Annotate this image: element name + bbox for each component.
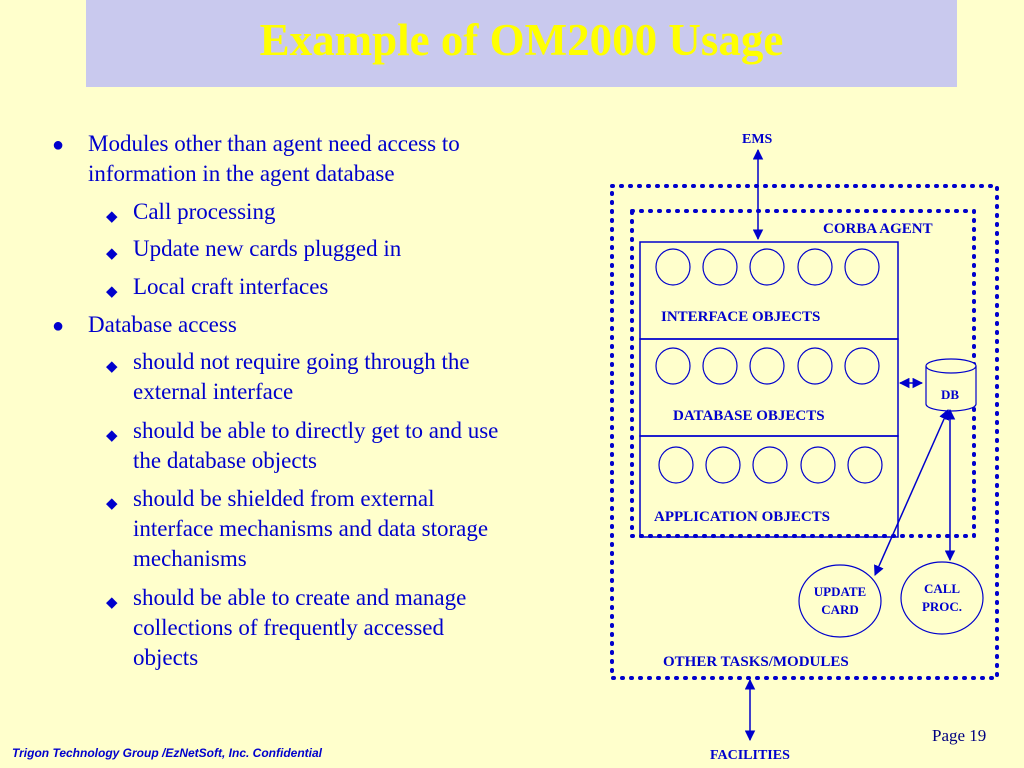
diamond-bullet-icon: ◆	[106, 496, 118, 512]
object-circle	[705, 446, 741, 484]
object-circle	[797, 248, 833, 286]
object-circle	[800, 446, 836, 484]
bullet-dot-icon: ●	[52, 315, 65, 337]
update-card-label-line2: CARD	[821, 602, 859, 617]
object-circle	[702, 347, 738, 385]
bullet-2: Database access	[88, 312, 237, 337]
object-circle	[749, 248, 785, 286]
database-objects-label: DATABASE OBJECTS	[673, 408, 825, 424]
diamond-bullet-icon: ◆	[106, 284, 118, 300]
diamond-bullet-icon: ◆	[106, 595, 118, 611]
db-cylinder-icon	[925, 358, 977, 412]
page-number: Page 19	[932, 726, 987, 745]
bullet-1-sub-3: Local craft interfaces	[133, 274, 329, 299]
object-circle	[655, 347, 691, 385]
corba-agent-label: CORBA AGENT	[823, 221, 933, 237]
bullet-1-sub-2: Update new cards plugged in	[133, 236, 402, 261]
facilities-label: FACILITIES	[710, 748, 790, 763]
slide-title: Example of OM2000 Usage	[259, 15, 784, 65]
object-circle	[702, 248, 738, 286]
object-circle	[797, 347, 833, 385]
title-bar: Example of OM2000 Usage	[86, 0, 957, 87]
bullet-2-sub-2: should be able to directly get to and us…	[133, 418, 499, 473]
update-card-node	[798, 564, 882, 638]
application-objects-label: APPLICATION OBJECTS	[654, 509, 830, 525]
object-circle	[844, 347, 880, 385]
object-circle	[847, 446, 883, 484]
update-card-label-line1: UPDATE	[814, 584, 866, 599]
bullet-dot-icon: ●	[52, 134, 65, 156]
object-circle	[844, 248, 880, 286]
call-proc-node	[900, 561, 984, 635]
other-tasks-boundary	[610, 184, 999, 680]
bullet-1: Modules other than agent need access to …	[88, 131, 460, 186]
diamond-bullet-icon: ◆	[106, 359, 118, 375]
db-label: DB	[941, 387, 959, 402]
bullet-1-sub-1: Call processing	[133, 199, 276, 224]
corba-agent-boundary	[630, 209, 976, 538]
diamond-bullet-icon: ◆	[106, 209, 118, 225]
object-circle	[752, 446, 788, 484]
diamond-bullet-icon: ◆	[106, 246, 118, 262]
diamond-bullet-icon: ◆	[106, 428, 118, 444]
object-circle	[749, 347, 785, 385]
object-circle	[655, 248, 691, 286]
call-proc-label-line2: PROC.	[922, 599, 962, 614]
object-circle	[658, 446, 694, 484]
ems-label: EMS	[742, 132, 773, 147]
bullet-2-sub-4: should be able to create and manage coll…	[133, 585, 467, 670]
bullet-2-sub-1: should not require going through the ext…	[133, 349, 470, 404]
call-proc-label-line1: CALL	[924, 581, 960, 596]
interface-objects-label: INTERFACE OBJECTS	[661, 309, 820, 325]
footer-confidential: Trigon Technology Group /EzNetSoft, Inc.…	[12, 746, 322, 760]
bullet-2-sub-3: should be shielded from external interfa…	[133, 486, 489, 571]
update-card-db-arrow	[874, 409, 949, 576]
other-tasks-label: OTHER TASKS/MODULES	[663, 654, 849, 670]
bullet-list: ● Modules other than agent need access t…	[0, 0, 560, 700]
